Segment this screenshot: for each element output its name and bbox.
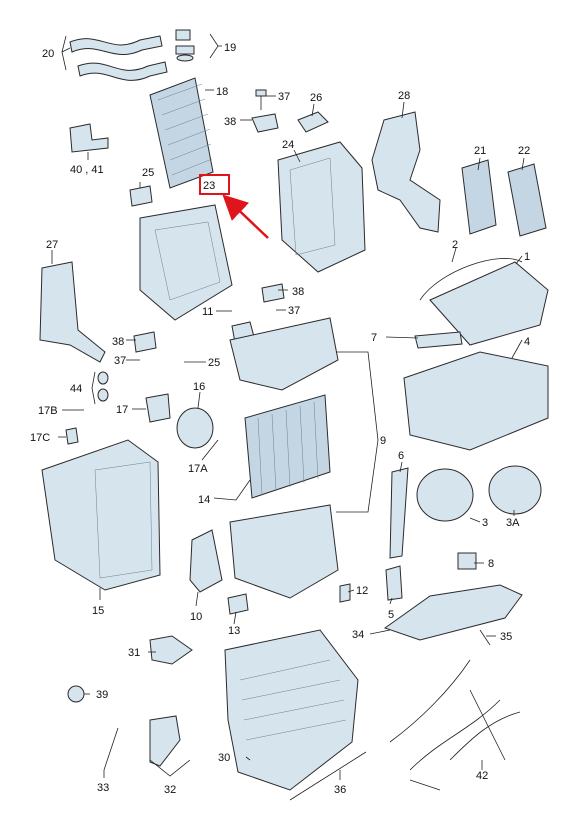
callout-36: 36 — [334, 784, 346, 796]
heater-housing-part — [403, 351, 549, 451]
callout-15: 15 — [92, 605, 104, 617]
rod-33-part — [103, 727, 119, 771]
leader-lines — [51, 33, 525, 780]
heat-exchanger-part — [149, 77, 214, 189]
drain-32-part — [149, 715, 181, 767]
callout-38c: 38 — [112, 336, 124, 348]
callout-17a: 17A — [188, 463, 208, 475]
clip-25-top-part — [129, 185, 153, 207]
callout-8: 8 — [488, 558, 494, 570]
callout-38a: 38 — [224, 116, 236, 128]
sensor-13-part — [227, 593, 249, 615]
callout-30: 30 — [218, 752, 230, 764]
highlight-box — [199, 174, 230, 195]
servo-16-part — [176, 407, 214, 449]
clip-17c-part — [65, 427, 79, 445]
callout-4: 4 — [524, 336, 530, 348]
callout-22: 22 — [518, 145, 530, 157]
screw-35-part — [479, 629, 491, 646]
wiring-actuator-part — [39, 261, 106, 363]
callout-38b: 38 — [292, 286, 304, 298]
bracket-part — [251, 113, 279, 133]
bracket-38-mid-part — [261, 283, 285, 303]
blend-door-housing-part — [139, 204, 233, 321]
callout-35: 35 — [500, 631, 512, 643]
blower-motor-part — [416, 468, 474, 522]
evaporator-housing-part — [277, 141, 366, 273]
callout-12: 12 — [356, 585, 368, 597]
callout-25a: 25 — [142, 167, 154, 179]
wiring-harness-part — [389, 659, 521, 791]
filters-part — [461, 159, 547, 237]
seal-part — [419, 258, 523, 301]
air-duct-lower-part — [229, 504, 339, 599]
callout-7: 7 — [371, 332, 377, 344]
highlight-arrow — [222, 194, 269, 239]
bracket-38-left-part — [133, 331, 157, 353]
callout-42: 42 — [476, 770, 488, 782]
callout-25b: 25 — [208, 357, 220, 369]
main-housing-part — [224, 629, 359, 791]
seal-36-part — [289, 751, 367, 801]
trim-panel-part — [383, 584, 523, 641]
blower-cover-part — [488, 465, 542, 515]
screw-part — [255, 89, 267, 110]
callout-33: 33 — [97, 782, 109, 794]
callout-24: 24 — [282, 139, 294, 151]
air-duct-upper-part — [229, 317, 339, 391]
callout-20: 20 — [42, 48, 54, 60]
callout-6: 6 — [398, 450, 404, 462]
part-5 — [385, 565, 403, 601]
callout-44: 44 — [70, 383, 82, 395]
callout-19: 19 — [224, 42, 236, 54]
callout-31: 31 — [128, 647, 140, 659]
heater-core-part — [244, 394, 331, 499]
evaporator-part — [41, 439, 161, 591]
callout-17: 17 — [116, 404, 128, 416]
bracket-7-part — [414, 331, 463, 349]
callout-9: 9 — [380, 435, 386, 447]
callout-32: 32 — [164, 784, 176, 796]
callout-26: 26 — [310, 92, 322, 104]
callout-11: 11 — [202, 306, 213, 318]
sensor-12-part — [339, 583, 351, 603]
servo-17-part — [145, 393, 171, 423]
callout-18: 18 — [216, 86, 228, 98]
callout-37c: 37 — [114, 355, 126, 367]
coolant-hoses-part — [69, 35, 168, 81]
callout-34: 34 — [352, 629, 364, 641]
grommet-39-part — [67, 685, 85, 703]
callout-28: 28 — [398, 90, 410, 102]
hose-clips-part — [175, 29, 195, 62]
callout-27: 27 — [46, 239, 58, 251]
callout-2: 2 — [452, 239, 458, 251]
flap-10-part — [189, 529, 223, 593]
callout-14: 14 — [198, 494, 210, 506]
actuator-assembly-part — [371, 111, 441, 233]
callout-10: 10 — [190, 611, 202, 623]
callout-37b: 37 — [288, 305, 300, 317]
callout-labels: 20 19 18 37 26 28 38 40 , 41 24 21 22 25… — [30, 42, 530, 796]
bracket-26-part — [297, 111, 329, 133]
callout-3a: 3A — [506, 517, 520, 529]
callout-39: 39 — [96, 689, 108, 701]
callout-17b: 17B — [38, 405, 58, 417]
callout-3: 3 — [482, 517, 488, 529]
callout-13: 13 — [228, 625, 240, 637]
callout-16: 16 — [193, 381, 205, 393]
heat-shield-part — [69, 123, 109, 153]
callout-21: 21 — [474, 145, 486, 157]
callout-37a: 37 — [278, 91, 290, 103]
housing-cover-part — [429, 261, 549, 346]
bracket-31-part — [149, 635, 193, 665]
o-rings-part — [97, 371, 109, 402]
seal-strip-6-part — [389, 467, 409, 559]
callout-23: 23 — [203, 180, 215, 192]
callout-17c: 17C — [30, 432, 50, 444]
callout-1: 1 — [524, 251, 530, 263]
callout-5: 5 — [388, 609, 394, 621]
callout-40-41: 40 , 41 — [70, 164, 104, 176]
connector-8-part — [457, 552, 477, 570]
